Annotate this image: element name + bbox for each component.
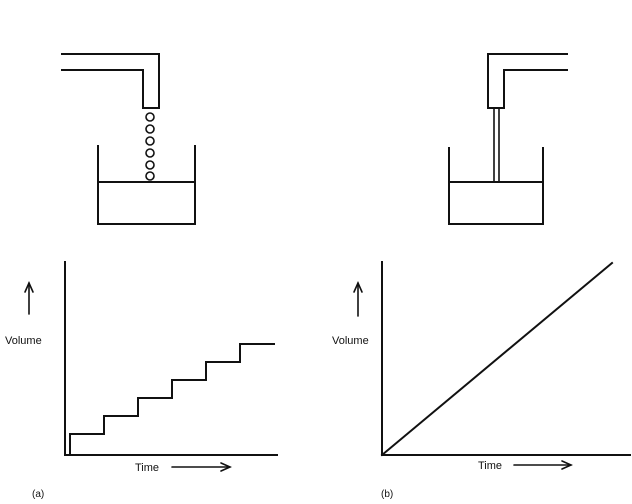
faucet-a — [61, 53, 160, 109]
faucet-a-inner-edge — [61, 69, 144, 109]
graph-a-xlabel: Time — [135, 462, 159, 474]
container-b-walls — [448, 147, 544, 225]
panel-a-label: (a) — [32, 489, 44, 500]
time-arrow-a — [171, 462, 232, 472]
container-b — [448, 147, 544, 225]
faucet-a-outer-edge — [61, 53, 160, 109]
container-a-walls — [97, 145, 196, 225]
drop — [145, 160, 155, 170]
drop — [145, 124, 155, 134]
volume-arrow-a — [24, 281, 34, 315]
stream — [493, 107, 500, 183]
graph-b-linear-curve — [380, 261, 614, 457]
graph-a-ylabel: Volume — [5, 335, 42, 347]
drop — [145, 171, 155, 181]
graph-b-xlabel: Time — [478, 460, 502, 472]
drop — [145, 112, 155, 122]
graph-b-ylabel: Volume — [332, 335, 369, 347]
drop — [145, 136, 155, 146]
graph-a-step-curve — [69, 343, 275, 456]
time-arrow-b — [513, 460, 573, 470]
volume-arrow-b — [353, 281, 363, 317]
container-a — [97, 145, 196, 225]
drop — [145, 148, 155, 158]
graph-a-axes — [64, 261, 278, 456]
faucet-b — [487, 53, 568, 109]
panel-b-label: (b) — [381, 489, 393, 500]
faucet-b-outer-edge — [487, 53, 568, 109]
graph-b-axes — [381, 261, 631, 456]
faucet-b-inner-edge — [503, 69, 568, 109]
drops — [145, 112, 155, 181]
